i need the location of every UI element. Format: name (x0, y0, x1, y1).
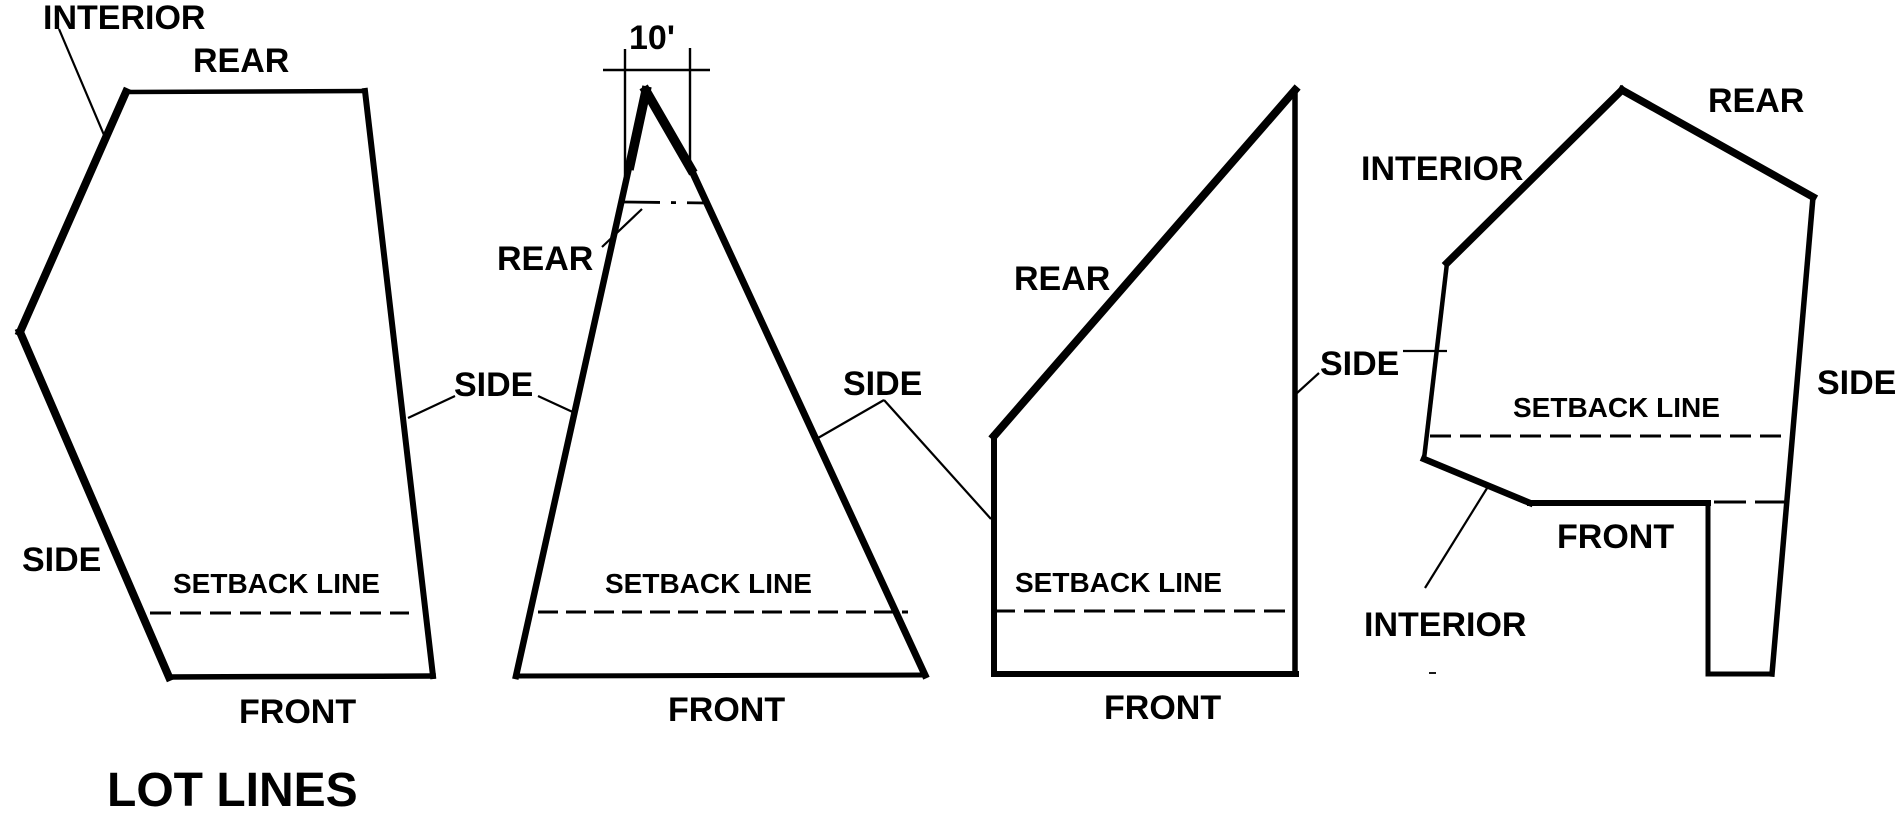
lot4-front-diagonal (1419, 454, 1535, 508)
lot1-interior-edge (14, 86, 132, 338)
lot2-front-label: FRONT (668, 691, 785, 729)
lot4-interior-lower-leader (1424, 484, 1490, 589)
lot1-rear-edge (123, 88, 368, 95)
lot2-rear-right-heavy (639, 84, 698, 176)
lot2-setback-line-label: SETBACK LINE (605, 568, 812, 599)
side-label-1-2-left-leader (407, 395, 456, 419)
lot3-rear-edge (988, 84, 1301, 442)
side-label-2-3-left-leader (817, 399, 885, 439)
lot4-interior-edge (1441, 84, 1628, 269)
figure-title: LOT LINES (107, 764, 358, 815)
side-label-3-4-left-leader (1296, 372, 1320, 394)
lot1-interior-label: INTERIOR (43, 0, 205, 37)
lot-3-corner-right-triangle (988, 84, 1301, 677)
lot4-rear-label: REAR (1708, 82, 1804, 120)
side-label-3-4: SIDE (1320, 345, 1399, 383)
lot2-rear-label: REAR (497, 240, 593, 278)
lot4-side-label: SIDE (1817, 364, 1896, 402)
lot4-left-side-edge (1421, 260, 1450, 462)
lot4-right-side-edge (1769, 194, 1816, 677)
lot2-apex-left-heavy (624, 85, 652, 171)
lot-2-triangle-flag (512, 84, 930, 680)
lot3-rear-label: REAR (1014, 260, 1110, 298)
lot1-side-label: SIDE (22, 541, 101, 579)
lot1-front-label: FRONT (239, 693, 356, 731)
lot2-rear-dash-dot (623, 200, 707, 205)
lot-1-interior-five-sided (14, 86, 437, 683)
lot1-left-side-edge (14, 326, 175, 683)
lot2-left-side-edge (512, 87, 650, 680)
side-label-1-2: SIDE (454, 366, 533, 404)
lot4-interior-lower-label: INTERIOR (1364, 606, 1526, 644)
lot1-front-edge (166, 673, 436, 680)
lot1-rear-label: REAR (193, 42, 289, 80)
lot2-ten-feet-label: 10' (629, 19, 675, 57)
lot2-front-edge (513, 672, 928, 679)
lot-4-irregular-flag (1419, 84, 1819, 677)
side-label-1-2-right-leader (537, 395, 578, 415)
lot2-right-side-edge (686, 164, 930, 680)
lot4-interior-upper-label: INTERIOR (1361, 150, 1523, 188)
lot4-front-label: FRONT (1557, 518, 1674, 556)
lot1-right-side-edge (361, 87, 437, 680)
lot2-rear-leader (601, 208, 643, 248)
side-label-2-3-right-leader (883, 399, 992, 520)
lot1-setback-line-label: SETBACK LINE (173, 568, 380, 599)
lot4-rear-edge (1616, 84, 1819, 203)
lot4-setback-line-label: SETBACK LINE (1513, 392, 1720, 423)
lot3-setback-line-label: SETBACK LINE (1015, 567, 1222, 598)
lot3-front-label: FRONT (1104, 689, 1221, 727)
lot1-interior-leader (57, 28, 106, 136)
side-label-2-3: SIDE (843, 365, 922, 403)
